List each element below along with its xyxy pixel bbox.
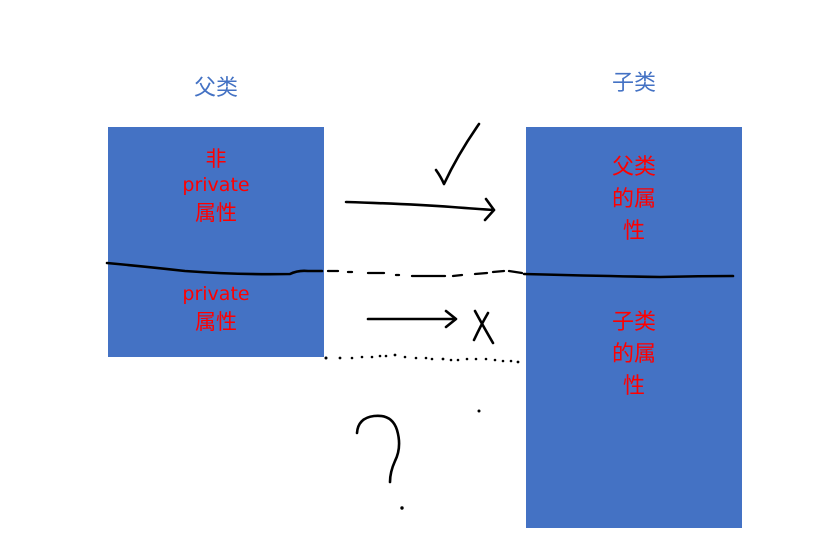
parent-non-private-line3: 属性: [195, 200, 237, 225]
parent-non-private-line2: private: [182, 174, 250, 197]
divider-connector-dashed: [326, 269, 524, 278]
parent-private-label: private 属性: [108, 282, 324, 336]
inherit-blocked-arrow-head: [444, 309, 458, 329]
child-own-line2: 的属: [611, 341, 656, 367]
child-own-line1: 子类: [611, 310, 656, 335]
child-own-label: 子类 的属 性: [526, 307, 742, 403]
question-mark-dot: [400, 506, 404, 510]
child-inherited-line1: 父类: [611, 155, 656, 180]
cross-mark-icon-stroke2: [472, 311, 490, 342]
child-inherited-line3: 性: [622, 218, 645, 244]
child-class-box: [526, 127, 742, 528]
private-boundary-dotted-line: [324, 353, 520, 510]
parent-private-line1: private: [182, 283, 250, 305]
inherit-allowed-arrow-head: [483, 197, 496, 222]
child-own-line3: 性: [622, 373, 645, 399]
parent-class-title: 父类: [193, 76, 238, 101]
parent-private-line2: 属性: [195, 309, 237, 334]
cross-mark-icon-stroke1: [473, 309, 495, 345]
child-inherited-line2: 的属: [611, 186, 656, 212]
parent-non-private-line1: 非: [205, 147, 227, 171]
check-mark-icon: [434, 122, 481, 186]
question-mark-icon: [355, 414, 401, 484]
parent-non-private-label: 非 private 属性: [108, 145, 324, 227]
parent-class-box: [108, 127, 324, 357]
inherit-allowed-arrow-shaft: [344, 200, 496, 212]
child-inherited-label: 父类 的属 性: [526, 152, 742, 248]
child-class-title: 子类: [611, 71, 656, 96]
